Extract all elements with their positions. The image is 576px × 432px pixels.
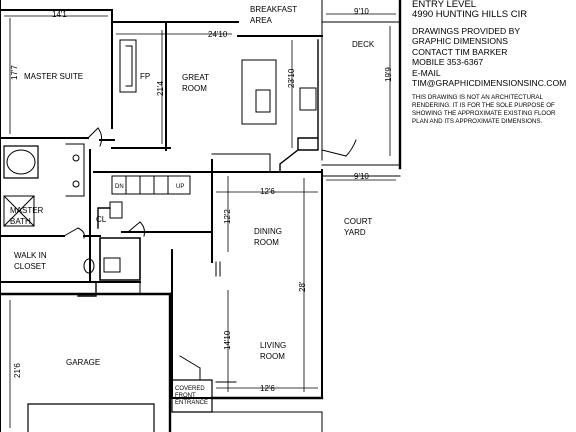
garage-door (27, 403, 155, 432)
hall-door (127, 221, 145, 237)
label-living-2: ROOM (260, 352, 285, 361)
label-dining-2: ROOM (254, 238, 279, 247)
kitchen-lower-counter (211, 153, 271, 173)
shower (3, 195, 35, 227)
dim-master-depth: 17'7 (10, 65, 19, 80)
label-walk-in-1: WALK IN (14, 251, 47, 260)
title-address: 4990 HUNTING HILLS CIR (412, 9, 528, 20)
toilet (109, 201, 123, 219)
label-stair-dn: DN (115, 184, 124, 190)
label-deck: DECK (352, 40, 375, 49)
label-master-suite: MASTER SUITE (24, 72, 83, 81)
label-great-2: ROOM (182, 84, 207, 93)
label-cl: CL (96, 215, 107, 224)
label-master-bath-2: BATH (10, 217, 31, 226)
label-garage: GARAGE (66, 358, 100, 367)
fireplace (119, 39, 137, 93)
label-entrance-3: ENTRANCE (175, 400, 208, 406)
label-living-1: LIVING (260, 341, 286, 350)
label-fp: FP (140, 72, 150, 81)
dim-living-width: 12'6 (260, 384, 275, 393)
dim-dining-living-depth: 28' (298, 281, 307, 292)
credits-email: TIM@GRAPHICDIMENSIONSINC.COM (412, 78, 567, 89)
master-door (87, 127, 103, 147)
vanity-sink-1 (72, 154, 80, 162)
credits-line3: CONTACT TIM BARKER (412, 46, 508, 57)
dim-dining-depth: 12'2 (223, 209, 232, 224)
kitchen-counter (279, 39, 319, 173)
label-dining-1: DINING (254, 227, 282, 236)
label-entrance-2: FRONT (175, 393, 196, 399)
disclaimer-line1: THIS DRAWING IS NOT AN ARCHITECTURAL (412, 94, 543, 102)
disclaimer-line2: RENDERING. IT IS FOR THE SOLE PURPOSE OF (412, 102, 555, 110)
dim-master-width: 14'1 (52, 10, 67, 19)
laundry-counter (77, 281, 97, 297)
vanity-sink-2 (72, 180, 80, 188)
tub (3, 145, 39, 179)
label-breakfast-1: BREAKFAST (250, 5, 297, 14)
credits-line5: E-MAIL (412, 67, 441, 78)
disclaimer-line3: SHOWING THE APPROXIMATE EXISTING FLOOR (412, 110, 556, 118)
label-great-1: GREAT (182, 73, 209, 82)
powder-sink (83, 258, 95, 274)
powder-vanity (103, 257, 121, 273)
kitchen-island (241, 59, 277, 125)
wall-deck-rail (321, 0, 401, 166)
dim-kitchen-depth: 23'10 (287, 68, 296, 88)
disclaimer-line4: PLAN AND ITS APPROXIMATE DIMENSIONS. (412, 118, 543, 126)
tub-basin (6, 149, 36, 175)
dim-great-width: 24'10 (208, 30, 228, 39)
title-level: ENTRY LEVEL (412, 0, 477, 10)
dim-court-width: 9'10 (354, 172, 369, 181)
range-icon (299, 87, 317, 111)
dim-dining-width: 12'6 (260, 187, 275, 196)
bath-vanity (65, 143, 85, 197)
label-walk-in-2: CLOSET (14, 262, 46, 271)
label-stair-up: UP (176, 184, 184, 190)
label-entrance-1: COVERED (175, 386, 205, 392)
window-dining (215, 261, 221, 277)
dim-great-depth: 21'4 (156, 81, 165, 96)
entrance-door (179, 355, 201, 381)
stair (111, 175, 191, 195)
label-court-2: YARD (344, 228, 366, 237)
credits-line4: MOBILE 353-6367 (412, 57, 484, 68)
dim-living-depth: 14'10 (223, 330, 232, 350)
label-breakfast-2: AREA (250, 16, 272, 25)
credits-line2: GRAPHIC DIMENSIONS (412, 36, 508, 47)
dim-garage-depth: 21'6 (13, 363, 22, 378)
credits-line1: DRAWINGS PROVIDED BY (412, 26, 521, 36)
label-court-1: COURT (344, 217, 372, 226)
closet-cl (97, 207, 111, 229)
dim-deck-depth: 19'9 (384, 67, 393, 82)
label-master-bath-1: MASTER (10, 206, 44, 215)
dim-deck-width: 9'10 (354, 7, 369, 16)
title-block: ENTRY LEVEL 4990 HUNTING HILLS CIR DRAWI… (412, 0, 576, 126)
sink-icon (255, 89, 271, 113)
wall-bottom-right (211, 411, 323, 432)
dining-living-west (171, 249, 213, 399)
bath-door (63, 227, 85, 239)
powder-room (99, 237, 141, 281)
kitchen-door (321, 139, 357, 157)
